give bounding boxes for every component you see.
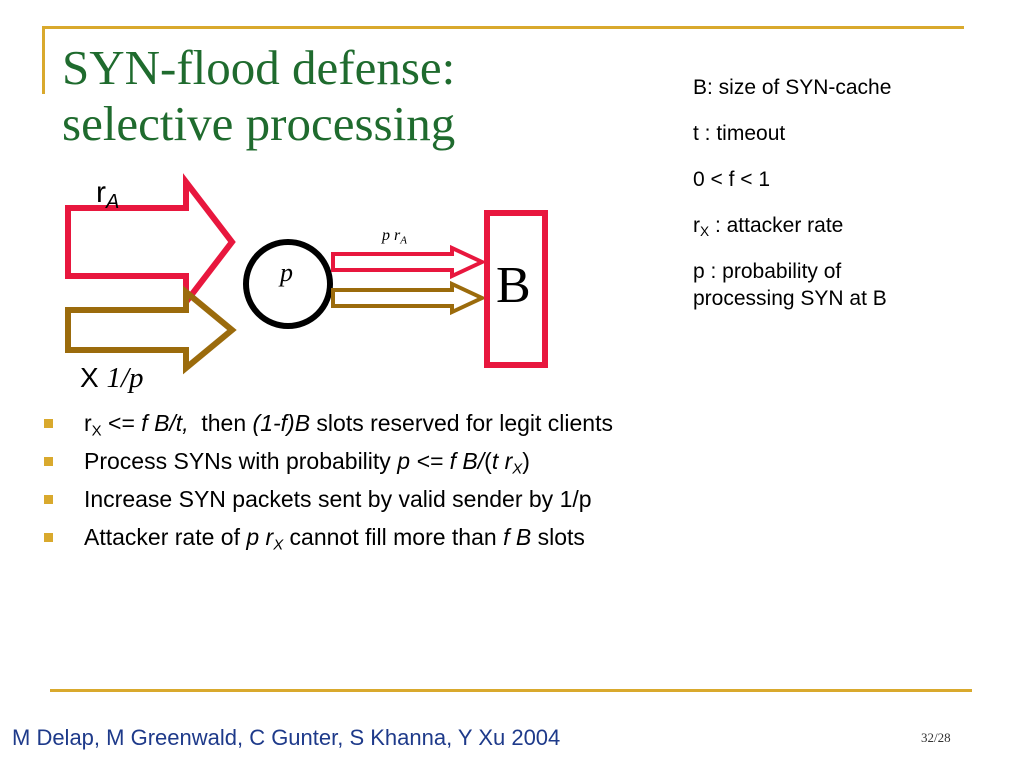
- slide-title: SYN-flood defense: selective processing: [62, 40, 455, 152]
- b2-t: t: [491, 448, 505, 474]
- frame-top-rule: [42, 26, 964, 29]
- title-line-1: SYN-flood defense:: [62, 40, 456, 95]
- b1-then: then: [188, 410, 253, 436]
- legit-input-arrow: [65, 173, 236, 311]
- def-b: B: size of SYN-cache: [693, 76, 892, 99]
- attacker-output-arrow: [331, 280, 487, 316]
- footer-authors: M Delap, M Greenwald, C Gunter, S Khanna…: [12, 725, 561, 750]
- def-p-line1: p : probability of: [693, 260, 842, 283]
- bullet-2: Process SYNs with probability p <= f B/(…: [44, 442, 613, 480]
- legit-output-arrow: [331, 244, 487, 280]
- b4-mid: cannot fill more than: [283, 524, 504, 550]
- bullet-4: Attacker rate of p rX cannot fill more t…: [44, 518, 613, 556]
- title-line-2: selective processing: [62, 96, 456, 151]
- bullet-marker-icon: [44, 495, 53, 504]
- flow-rate-label: p rA: [382, 227, 407, 247]
- attacker-input-arrow: [65, 285, 237, 375]
- b3-text: Increase SYN packets sent by valid sende…: [84, 486, 592, 512]
- b1-fbt: f B/t,: [141, 410, 189, 436]
- def-rx-text: : attacker rate: [709, 214, 844, 237]
- b1-frac: (1-f)B: [252, 410, 311, 436]
- selective-processing-diagram: rA X 1/p p p rA B: [0, 170, 680, 400]
- bullet-marker-icon: [44, 419, 53, 428]
- bullet-1: rX <= f B/t, then (1-f)B slots reserved …: [44, 404, 613, 442]
- bullet-3: Increase SYN packets sent by valid sende…: [44, 480, 613, 518]
- flow-rate-sub: A: [400, 234, 407, 247]
- b2-expr: p <= f B/: [397, 448, 485, 474]
- def-f: 0 < f < 1: [693, 168, 771, 191]
- b4-p: p r: [246, 524, 274, 550]
- page-number: 32/28: [921, 730, 951, 745]
- b2-paren-open: (: [484, 448, 492, 474]
- b1-rest: slots reserved for legit clients: [310, 410, 613, 436]
- frame-left-rule: [42, 26, 45, 94]
- b2-x: X: [512, 460, 523, 478]
- b2-text: Process SYNs with probability: [84, 448, 398, 474]
- frame-bottom-rule: [50, 689, 972, 692]
- legit-rate-sub: A: [106, 191, 120, 213]
- def-p-line2: processing SYN at B: [693, 287, 887, 310]
- syn-cache-box: [484, 210, 548, 368]
- b1-r: r: [84, 410, 92, 436]
- bullet-marker-icon: [44, 457, 53, 466]
- legit-rate-base: r: [96, 176, 106, 209]
- b1-cond: <=: [101, 410, 142, 436]
- b4-x: X: [273, 536, 284, 554]
- flow-rate-base: p r: [382, 227, 401, 244]
- bullet-list: rX <= f B/t, then (1-f)B slots reserved …: [44, 404, 613, 556]
- b4-fb: f B: [503, 524, 532, 550]
- def-rx-sub: X: [700, 224, 710, 240]
- node-p-label: p: [280, 258, 293, 287]
- attacker-multiplier-label: X 1/p: [80, 364, 144, 393]
- attacker-factor-label: 1/p: [106, 362, 144, 394]
- b2-paren-close: ): [522, 448, 530, 474]
- b4-text: Attacker rate of: [84, 524, 247, 550]
- bullet-marker-icon: [44, 533, 53, 542]
- def-rx: rX : attacker rate: [693, 212, 1003, 239]
- diagram-graphic: [65, 173, 548, 375]
- def-rx-base: r: [693, 214, 700, 237]
- cache-b-label: B: [496, 257, 531, 314]
- def-t: t : timeout: [693, 122, 786, 145]
- def-p: p : probability of processing SYN at B: [693, 258, 1003, 312]
- legit-rate-label: rA: [96, 176, 119, 213]
- b2-r: r: [504, 448, 513, 474]
- definitions-panel: B: size of SYN-cache t : timeout 0 < f <…: [693, 74, 1003, 312]
- attacker-x-label: X: [80, 362, 99, 393]
- probability-node: [243, 239, 333, 329]
- b4-end: slots: [531, 524, 585, 550]
- b1-x: X: [91, 422, 102, 440]
